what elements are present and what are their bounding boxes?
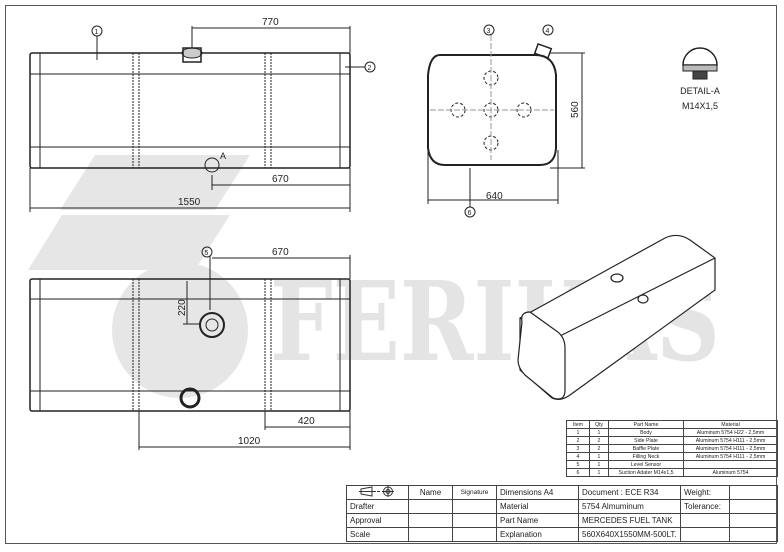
tolerance-label: Tolerance: xyxy=(680,499,730,514)
top-view xyxy=(29,25,376,212)
explanation-value: 560X640X1550MM-500LT. xyxy=(578,527,681,542)
dim-1020: 1020 xyxy=(238,436,261,447)
dim-420: 420 xyxy=(298,416,315,427)
dim-670-bottom: 670 xyxy=(272,247,289,258)
col-part-name: Part Name xyxy=(608,420,684,429)
bottom-view xyxy=(29,246,351,450)
balloon-3: 3 xyxy=(487,28,491,35)
detail-a-graphic xyxy=(682,47,718,80)
balloon-5: 5 xyxy=(205,250,209,257)
dim-1550: 1550 xyxy=(178,197,201,208)
weight-value xyxy=(729,485,778,500)
dimensions-label: Dimensions A4 xyxy=(496,485,579,500)
drawing-border xyxy=(5,5,777,544)
balloon-4: 4 xyxy=(546,28,550,35)
detail-a-marker: A xyxy=(220,151,226,161)
dim-770: 770 xyxy=(262,17,279,28)
detail-a-title: DETAIL-A xyxy=(680,86,720,96)
part-name-value: MERCEDES FUEL TANK xyxy=(578,513,681,528)
col-material: Material xyxy=(683,420,778,429)
approval-label: Approval xyxy=(346,513,409,528)
drafter-label: Drafter xyxy=(346,499,409,514)
material-label: Material xyxy=(496,499,579,514)
weight-label: Weight: xyxy=(680,485,730,500)
scale-label: Scale xyxy=(346,527,409,542)
explanation-label: Explanation xyxy=(496,527,579,542)
document-value: Document : ECE R34 xyxy=(578,485,681,500)
projection-symbol-icon xyxy=(346,485,409,500)
part-name-label: Part Name xyxy=(496,513,579,528)
end-view xyxy=(427,24,585,218)
signature-header: Signature xyxy=(452,485,497,500)
material-value: 5754 Almuminum xyxy=(578,499,681,514)
dim-560: 560 xyxy=(570,101,581,118)
balloon-1: 1 xyxy=(95,29,99,36)
dim-220: 220 xyxy=(177,299,188,316)
balloon-6: 6 xyxy=(468,210,472,217)
name-header: Name xyxy=(408,485,453,500)
parts-header: Item Qty Part Name Material xyxy=(566,420,778,429)
col-item: Item xyxy=(566,420,590,429)
dim-640: 640 xyxy=(486,191,503,202)
col-qty: Qty xyxy=(589,420,609,429)
detail-a-thread: M14X1,5 xyxy=(681,101,719,111)
balloon-2: 2 xyxy=(368,65,372,72)
dim-670-top: 670 xyxy=(272,174,289,185)
title-block: Name Signature Dimensions A4 Document : … xyxy=(346,485,778,542)
isometric-view xyxy=(517,234,716,401)
